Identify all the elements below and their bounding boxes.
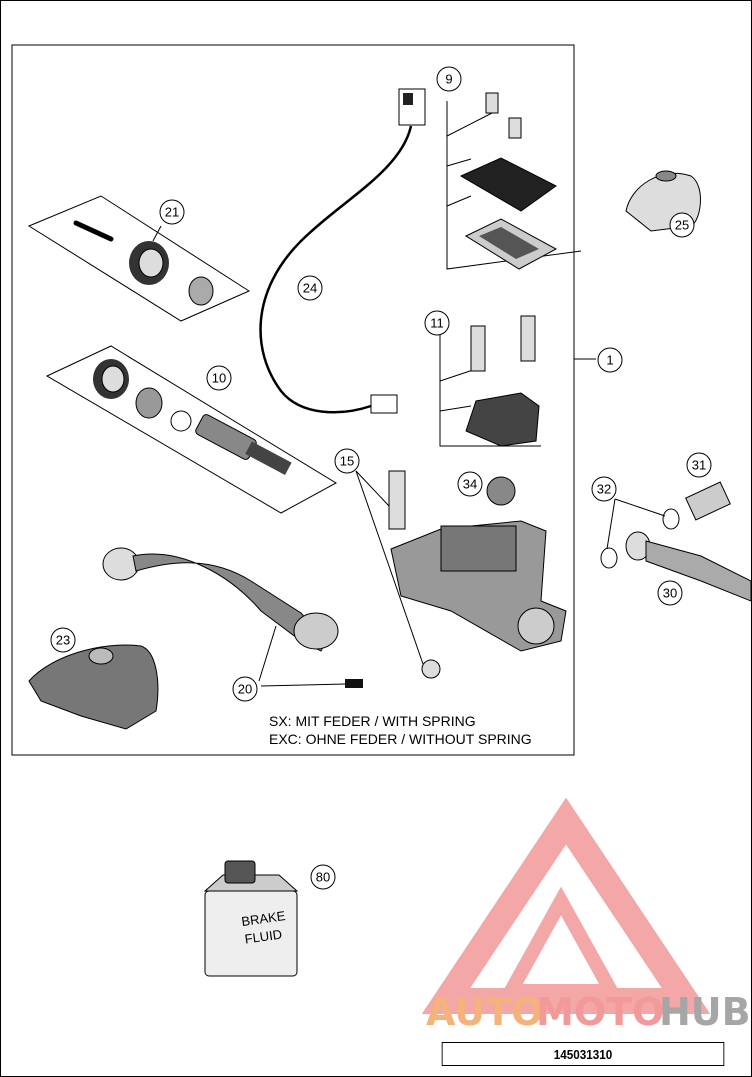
callout-15: 15 — [334, 448, 360, 474]
callout-20: 20 — [232, 676, 258, 702]
callout-80: 80 — [310, 864, 336, 890]
assembly-box — [11, 44, 575, 756]
callout-label: 23 — [56, 633, 70, 648]
callout-label: 20 — [238, 682, 252, 697]
lever-guard — [28, 644, 159, 730]
watermark-moto: MOTO — [536, 990, 664, 1034]
fluid-label-line2: FLUID — [244, 927, 283, 947]
callout-label: 31 — [692, 458, 706, 473]
master-cylinder — [355, 470, 567, 679]
callout-label: 1 — [606, 353, 613, 368]
callout-11: 11 — [424, 310, 450, 336]
callout-label: 21 — [165, 205, 179, 220]
callout-21: 21 — [159, 199, 185, 225]
part-9-kit — [446, 92, 582, 270]
callout-label: 15 — [340, 454, 354, 469]
callout-9: 9 — [436, 66, 462, 92]
callout-label: 9 — [445, 72, 452, 87]
callout-label: 24 — [303, 281, 317, 296]
callout-1: 1 — [597, 347, 623, 373]
hose-fitting — [600, 481, 751, 602]
fluid-label-line1: BRAKE — [241, 908, 287, 929]
callout-10: 10 — [206, 365, 232, 391]
brake-lever — [102, 547, 363, 688]
callout-label: 32 — [597, 482, 611, 497]
watermark-auto: AUTO — [426, 990, 543, 1034]
callout-label: 34 — [463, 477, 477, 492]
callout-label: 80 — [316, 870, 330, 885]
part-10-kit — [45, 345, 338, 514]
note-sx: SX: MIT FEDER / WITH SPRING — [269, 713, 476, 729]
callout-30: 30 — [657, 580, 683, 606]
callout-label: 25 — [675, 218, 689, 233]
callout-label: 11 — [430, 316, 444, 331]
note-exc: EXC: OHNE FEDER / WITHOUT SPRING — [269, 731, 532, 747]
callout-32: 32 — [591, 476, 617, 502]
callout-label: 10 — [212, 371, 226, 386]
reference-number: 145031310 — [441, 1042, 725, 1066]
callout-label: 30 — [663, 586, 677, 601]
callout-25: 25 — [669, 212, 695, 238]
brake-fluid-bottle: BRAKE FLUID — [203, 860, 299, 977]
callout-34: 34 — [457, 471, 483, 497]
watermark-logo — [421, 797, 711, 1014]
watermark-hub: HUB — [659, 990, 751, 1034]
part-11-kit — [439, 315, 541, 447]
part-24-cable — [259, 88, 426, 414]
part-21-kit — [27, 195, 251, 322]
callout-24: 24 — [297, 275, 323, 301]
callout-31: 31 — [686, 452, 712, 478]
callout-23: 23 — [50, 627, 76, 653]
